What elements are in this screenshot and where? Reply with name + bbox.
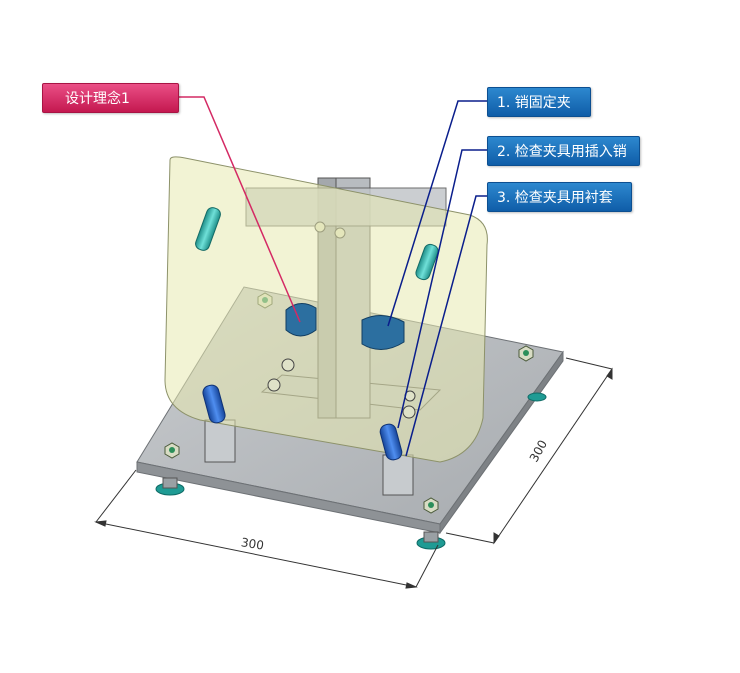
component-label-pin-clamp: 1. 销固定夹 bbox=[487, 87, 591, 117]
dimension-lines bbox=[94, 357, 613, 589]
blue-insertion-pins bbox=[202, 384, 403, 461]
leader-design bbox=[179, 96, 301, 323]
pin-clamps bbox=[285, 303, 405, 350]
leader-1 bbox=[387, 100, 487, 327]
bracket-nuts bbox=[267, 358, 416, 419]
component-label-insertion-pin: 2. 检查夹具用插入销 bbox=[487, 136, 640, 166]
design-concept-label: 设计理念1 bbox=[42, 83, 179, 113]
leader-2 bbox=[397, 149, 487, 429]
leader-3 bbox=[405, 195, 487, 457]
component-label-bushing: 3. 检查夹具用衬套 bbox=[487, 182, 632, 212]
transparent-guard-panel bbox=[164, 156, 488, 463]
leader-lines bbox=[179, 96, 487, 457]
cyan-pins bbox=[195, 207, 439, 281]
